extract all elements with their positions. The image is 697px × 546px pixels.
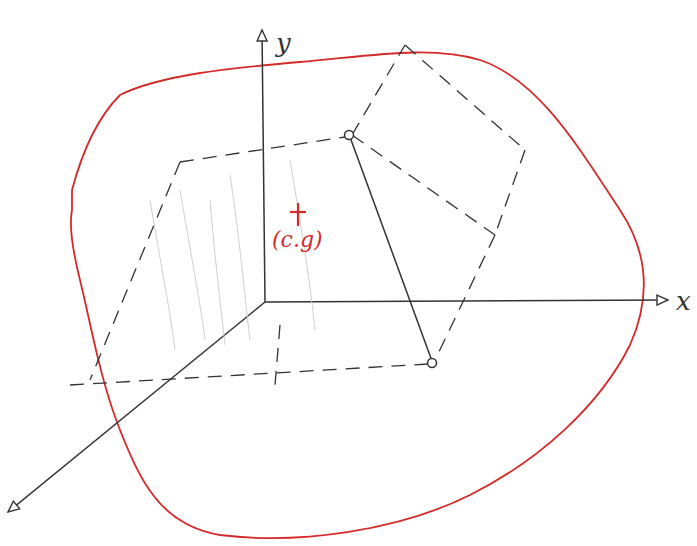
point	[345, 131, 354, 140]
cg-label: (c.g)	[272, 229, 323, 251]
x-axis	[265, 300, 668, 302]
axis-label: x	[676, 288, 691, 314]
z-axis	[8, 302, 265, 512]
cg-mark	[290, 203, 306, 226]
shading	[150, 160, 315, 350]
y-axis	[262, 30, 265, 302]
axis-label: y	[276, 30, 291, 56]
link-line	[350, 137, 432, 361]
construction-lines	[70, 45, 525, 385]
point	[428, 359, 437, 368]
